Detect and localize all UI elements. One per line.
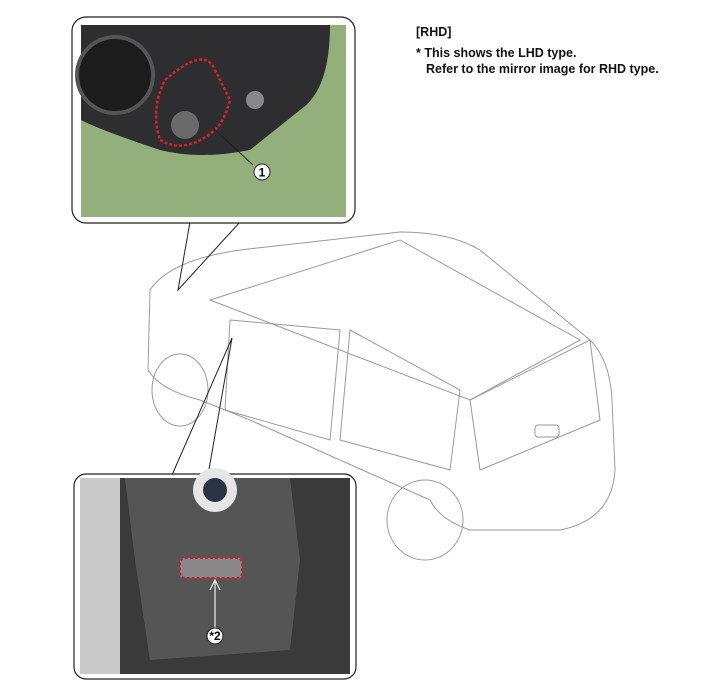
headlamp-inset: 1 xyxy=(71,16,356,224)
dash-switch-inset: *2 xyxy=(73,468,357,680)
lhd-note: * This shows the LHD type. xyxy=(416,46,577,60)
car-outline xyxy=(147,231,616,561)
leader-lines xyxy=(171,221,241,476)
callout-2: *2 xyxy=(209,629,221,643)
mirror-note: Refer to the mirror image for RHD type. xyxy=(426,62,659,76)
callout-1: 1 xyxy=(259,166,266,180)
rhd-label: [RHD] xyxy=(416,25,452,39)
